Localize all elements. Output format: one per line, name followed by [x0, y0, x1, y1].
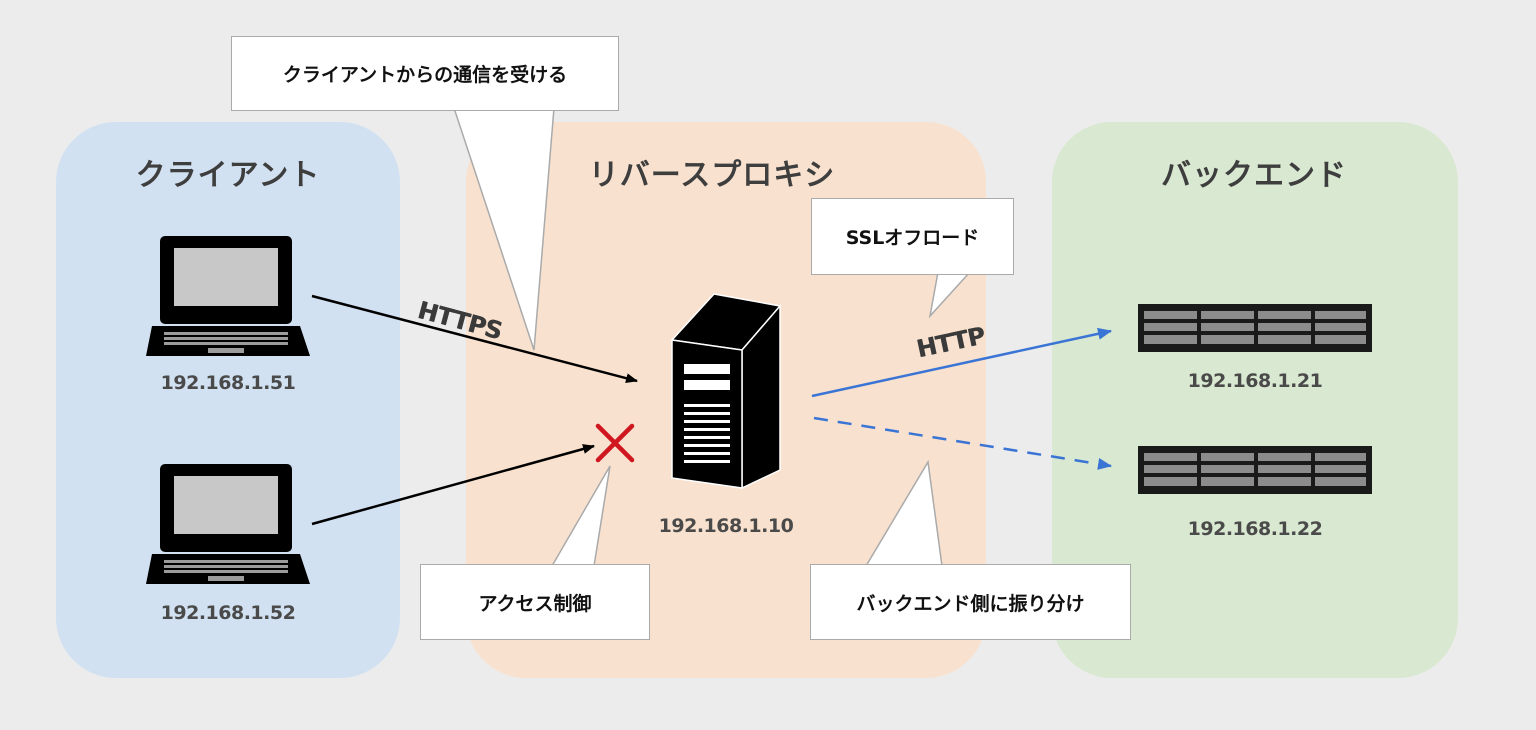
- backend-zone-title: バックエンド: [1161, 158, 1347, 193]
- laptop-icon: [146, 464, 310, 584]
- cross-icon: [595, 423, 635, 463]
- blocked-arrow: [311, 444, 595, 526]
- proxy-zone-title: リバースプロキシ: [588, 158, 836, 193]
- callout-access-control: アクセス制御: [420, 564, 650, 640]
- callout-tail: [928, 271, 971, 319]
- rack-server-icon: [1138, 304, 1372, 352]
- client-ip: 192.168.1.51: [160, 372, 296, 394]
- https-arrow: [311, 294, 638, 384]
- tower-server-icon: [670, 293, 782, 490]
- callout-tail: [865, 459, 943, 567]
- laptop-icon: [146, 236, 310, 356]
- callout-tail: [453, 107, 555, 351]
- callout-distribute: バックエンド側に振り分け: [810, 564, 1131, 640]
- proxy-ip: 192.168.1.10: [658, 515, 794, 537]
- backend-ip: 192.168.1.22: [1187, 518, 1323, 540]
- client-ip: 192.168.1.52: [160, 602, 296, 624]
- client-zone-title: クライアント: [135, 158, 321, 193]
- client-zone: [56, 122, 400, 678]
- callout-tail: [551, 465, 611, 567]
- distribute-arrow: [813, 416, 1112, 470]
- backend-ip: 192.168.1.21: [1187, 370, 1323, 392]
- callout-ssl-offload: SSLオフロード: [811, 198, 1014, 275]
- rack-server-icon: [1138, 446, 1372, 494]
- http-arrow: [811, 327, 1112, 398]
- callout-receive: クライアントからの通信を受ける: [231, 36, 619, 111]
